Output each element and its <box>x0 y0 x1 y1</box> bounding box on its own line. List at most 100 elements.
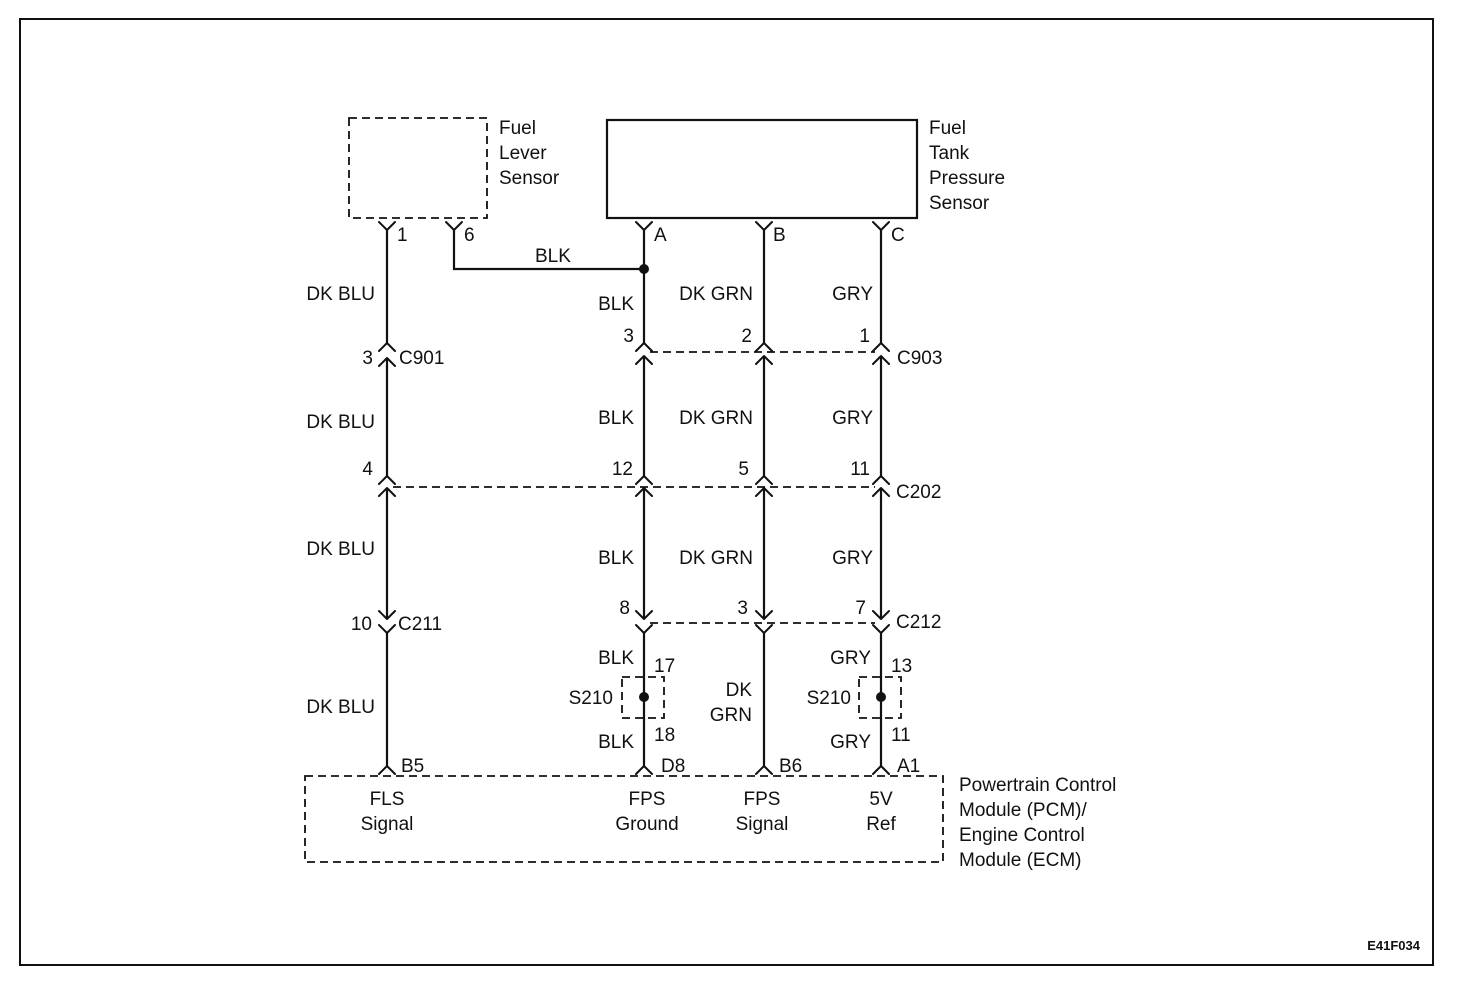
diagram-border <box>19 18 1434 966</box>
c202-name: C202 <box>896 482 941 503</box>
pin-c202-12-upper <box>635 475 653 485</box>
ftps-pin-a: A <box>654 225 667 246</box>
col2-label-1: BLK <box>598 294 634 315</box>
pcm-box <box>304 775 944 863</box>
pin-c202-11-lower <box>872 487 890 497</box>
fuel-level-sensor-label-line-2: Lever <box>499 143 547 164</box>
splice-1-bottom-pin: 18 <box>654 725 675 746</box>
pin-c211-lower <box>378 624 396 634</box>
pin-c903-3-lower <box>635 355 653 365</box>
figure-id: E41F034 <box>1367 938 1421 953</box>
pin-c903-1-lower <box>872 355 890 365</box>
pcm-pin-d8: D8 <box>661 756 685 777</box>
c202-pin-4: 4 <box>362 459 373 480</box>
col1-label-3: DK BLU <box>306 539 375 560</box>
pcm-label-line-1: Powertrain Control <box>959 775 1116 796</box>
splice-2-bottom-pin: 11 <box>891 725 911 746</box>
col4-label-1: GRY <box>832 284 873 305</box>
col2-label-2: BLK <box>598 408 634 429</box>
pin-c202-4-upper <box>378 475 396 485</box>
pin-c212-3-upper <box>755 610 773 620</box>
pin-fork-ftps-c <box>872 221 890 231</box>
wire-jumper-blk <box>452 230 644 271</box>
ftps-label-line-2: Tank <box>929 143 970 164</box>
splice-s210-gry-box <box>858 676 902 719</box>
pcm-pin-a1: A1 <box>897 756 920 777</box>
fuel-tank-pressure-sensor-label: Fuel Tank Pressure Sensor <box>929 118 1005 214</box>
pin-pcm-b5 <box>378 765 396 775</box>
col3-label-4-line-1: DK <box>726 680 753 701</box>
pin-c212-8-lower <box>635 624 653 634</box>
ftps-pin-c: C <box>891 225 905 246</box>
fuel-level-sensor-box <box>348 117 488 219</box>
pin-c211-upper <box>378 610 396 620</box>
pin-c212-7-upper <box>872 610 890 620</box>
pcm-terminal-fls-line-1: FLS <box>370 789 405 810</box>
c202-pin-5: 5 <box>738 459 749 480</box>
col3-label-1: DK GRN <box>679 284 753 305</box>
pin-pcm-a1 <box>872 765 890 775</box>
pin-c901-upper <box>378 342 396 352</box>
col1-label-4: DK BLU <box>306 697 375 718</box>
fuel-level-sensor-label-line-1: Fuel <box>499 118 536 139</box>
c212-name: C212 <box>896 612 941 633</box>
pin-c202-12-lower <box>635 487 653 497</box>
fuel-tank-pressure-sensor-box <box>605 118 919 220</box>
pin-fork-fls-6 <box>445 221 463 231</box>
pin-c212-3-lower <box>755 624 773 634</box>
col1-label-2: DK BLU <box>306 412 375 433</box>
splice-2-name: S210 <box>807 688 851 709</box>
splice-1-name: S210 <box>569 688 613 709</box>
pcm-label-line-2: Module (PCM)/ <box>959 800 1087 821</box>
col2-label-4: BLK <box>598 648 634 669</box>
pcm-terminal-fps-ground-line-2: Ground <box>615 814 678 835</box>
pcm-terminal-fps-signal-line-2: Signal <box>736 814 789 835</box>
pin-c202-4-lower <box>378 487 396 497</box>
pin-labels: 1 6 A B C 3 C901 3 2 1 C903 4 12 5 11 C2… <box>351 225 943 777</box>
pin-pcm-d8 <box>635 765 653 775</box>
col3-label-2: DK GRN <box>679 408 753 429</box>
pin-pcm-b6 <box>755 765 773 775</box>
ftps-pin-b: B <box>773 225 786 246</box>
pcm-terminal-5v-ref-line-2: Ref <box>866 814 896 835</box>
col4-label-5: GRY <box>830 732 871 753</box>
col3-label-4-line-2: GRN <box>710 705 752 726</box>
c903-name: C903 <box>897 348 942 369</box>
fls-pin-6: 6 <box>464 225 475 246</box>
col4-label-3: GRY <box>832 548 873 569</box>
col1-label-1: DK BLU <box>306 284 375 305</box>
pcm-terminal-labels: FLS Signal FPS Ground FPS Signal 5V Ref <box>361 789 897 835</box>
pin-c212-7-lower <box>872 624 890 634</box>
pin-c202-11-upper <box>872 475 890 485</box>
splice-1-top-pin: 17 <box>654 656 675 677</box>
pin-fork-ftps-a <box>635 221 653 231</box>
pin-c202-5-lower <box>755 487 773 497</box>
pcm-terminal-fps-ground-line-1: FPS <box>629 789 666 810</box>
c901-name: C901 <box>399 348 444 369</box>
wires <box>385 230 883 766</box>
fuel-level-sensor-label: Fuel Lever Sensor <box>499 118 560 189</box>
ftps-label-line-3: Pressure <box>929 168 1005 189</box>
col4-label-4: GRY <box>830 648 871 669</box>
splice-2-top-pin: 13 <box>891 656 912 677</box>
col2-label-3: BLK <box>598 548 634 569</box>
splice-s210-blk-dot <box>639 692 649 702</box>
c903-pin-2: 2 <box>741 326 752 347</box>
wire-color-labels: BLK DK BLU DK BLU DK BLU DK BLU BLK BLK … <box>306 246 873 753</box>
col3-label-3: DK GRN <box>679 548 753 569</box>
c212-pin-8: 8 <box>619 598 630 619</box>
pin-c212-8-upper <box>635 610 653 620</box>
pcm-label: Powertrain Control Module (PCM)/ Engine … <box>959 775 1116 871</box>
pcm-terminal-5v-ref-line-1: 5V <box>869 789 893 810</box>
jumper-wire-label: BLK <box>535 246 571 267</box>
pcm-label-line-3: Engine Control <box>959 825 1085 846</box>
connector-pin-symbols <box>378 221 890 775</box>
pcm-terminal-fps-signal-line-1: FPS <box>744 789 781 810</box>
pin-c903-2-upper <box>755 342 773 352</box>
c211-pin-10: 10 <box>351 614 372 635</box>
fuel-level-sensor-label-line-3: Sensor <box>499 168 560 189</box>
splice-s210-gry-dot <box>876 692 886 702</box>
col2-label-5: BLK <box>598 732 634 753</box>
